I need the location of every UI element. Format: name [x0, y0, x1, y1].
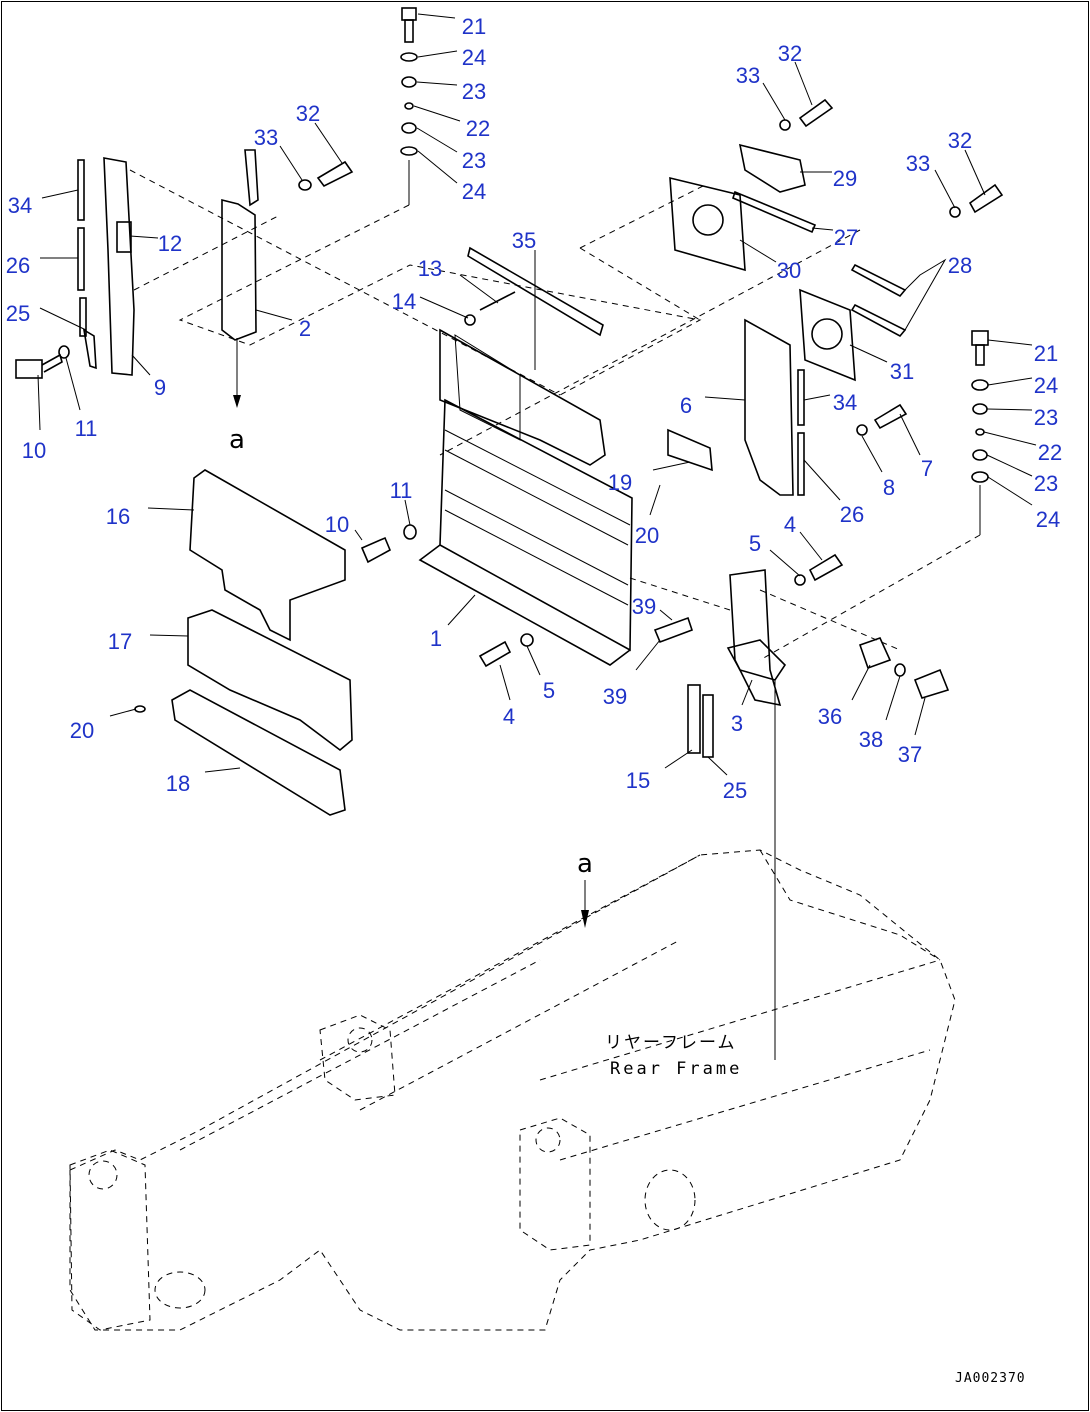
callout-9: 9: [154, 375, 166, 400]
callout-26: 26: [840, 502, 864, 527]
callout-30: 30: [777, 258, 801, 283]
callout-8: 8: [883, 475, 895, 500]
callout-10: 10: [22, 438, 46, 463]
callout-39: 39: [632, 594, 656, 619]
callout-1: 1: [430, 626, 442, 651]
callout-14: 14: [392, 289, 416, 314]
callout-12: 12: [158, 231, 182, 256]
pads-16-17-18: [134, 469, 353, 816]
callout-25: 25: [6, 301, 30, 326]
callout-24: 24: [1034, 373, 1058, 398]
callout-10: 10: [325, 512, 349, 537]
callout-23: 23: [1034, 471, 1058, 496]
leader-lines: [37, 13, 1037, 776]
callout-32: 32: [296, 101, 320, 126]
callout-26: 26: [6, 253, 30, 278]
callout-38: 38: [859, 727, 883, 752]
callout-17: 17: [108, 629, 132, 654]
callout-32: 32: [948, 128, 972, 153]
callout-13: 13: [418, 256, 442, 281]
frame-label-japanese: リヤーフレーム: [605, 1033, 736, 1053]
bracket-3-assembly: [629, 553, 950, 1060]
reference-mark-layer: aa: [229, 425, 593, 879]
frame-label-english: Rear Frame: [610, 1059, 742, 1079]
callout-5: 5: [749, 531, 761, 556]
callout-16: 16: [106, 504, 130, 529]
drawing-code: JA002370: [955, 1371, 1026, 1386]
callout-15: 15: [626, 768, 650, 793]
callout-23: 23: [462, 148, 486, 173]
callout-31: 31: [890, 359, 914, 384]
callout-21: 21: [462, 14, 486, 39]
bolt-stack-right: [759, 330, 989, 661]
right-plate-assembly: [439, 98, 1004, 496]
callout-22: 22: [1038, 440, 1062, 465]
callout-27: 27: [834, 225, 858, 250]
callout-6: 6: [680, 393, 692, 418]
callout-11: 11: [390, 478, 413, 503]
callout-18: 18: [166, 771, 190, 796]
callout-24: 24: [462, 179, 486, 204]
callout-32: 32: [778, 41, 802, 66]
callout-25: 25: [723, 778, 747, 803]
callout-11: 11: [75, 416, 98, 441]
callout-34: 34: [833, 390, 857, 415]
callout-24: 24: [462, 45, 486, 70]
callout-33: 33: [254, 125, 278, 150]
callout-35: 35: [512, 228, 536, 253]
callout-3: 3: [731, 711, 743, 736]
callout-5: 5: [543, 678, 555, 703]
callout-7: 7: [921, 456, 933, 481]
callout-4: 4: [503, 704, 515, 729]
reference-mark: a: [577, 849, 593, 879]
rear-frame: [69, 849, 956, 1331]
callout-24: 24: [1036, 507, 1060, 532]
center-panel: [360, 246, 633, 668]
reference-mark: a: [229, 425, 245, 455]
callout-22: 22: [466, 116, 490, 141]
callout-36: 36: [818, 704, 842, 729]
callout-29: 29: [833, 166, 857, 191]
bolt-stack-left: [178, 7, 702, 396]
callout-21: 21: [1034, 341, 1058, 366]
callout-20: 20: [635, 523, 659, 548]
callout-28: 28: [948, 253, 972, 278]
callout-33: 33: [736, 63, 760, 88]
callout-19: 19: [608, 470, 632, 495]
callout-39: 39: [603, 684, 627, 709]
callout-37: 37: [898, 742, 922, 767]
callout-4: 4: [784, 512, 796, 537]
callout-34: 34: [8, 193, 32, 218]
callout-23: 23: [462, 79, 486, 104]
callout-23: 23: [1034, 405, 1058, 430]
callout-20: 20: [70, 718, 94, 743]
callout-33: 33: [906, 151, 930, 176]
callout-2: 2: [299, 316, 311, 341]
callout-layer: 2124232223243233341226252910111314353233…: [6, 14, 1062, 803]
